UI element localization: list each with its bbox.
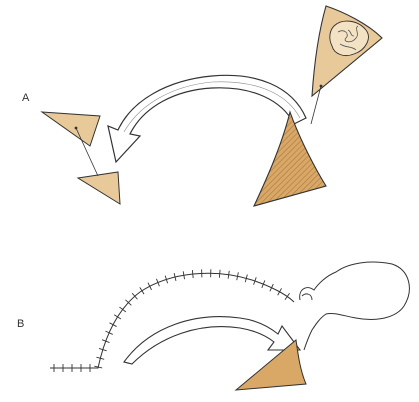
suture-stitch <box>219 270 220 278</box>
suture-stitch <box>278 288 282 295</box>
head-outline <box>300 262 410 350</box>
suture-stitch <box>119 307 125 312</box>
panel-label-b: B <box>17 318 24 330</box>
suture-line <box>50 273 294 368</box>
suture-stitch <box>148 283 152 290</box>
curved-transfer-arrow-a <box>108 75 306 162</box>
suture-stitch <box>192 270 193 278</box>
panel-b <box>50 262 409 390</box>
donor-defect-right <box>254 112 326 206</box>
small-flap-triangle <box>42 112 100 146</box>
curved-transfer-arrow-b <box>124 317 300 364</box>
panel-label-a: A <box>22 92 29 104</box>
suture-stitch <box>140 287 144 294</box>
panel-a <box>42 6 382 206</box>
suture-stitch <box>228 271 229 279</box>
recipient-flap-left <box>78 172 120 204</box>
suture-stitch <box>285 293 290 300</box>
suture-stitch <box>114 315 121 319</box>
suture-stitch <box>110 323 117 327</box>
brain-icon <box>312 6 382 96</box>
